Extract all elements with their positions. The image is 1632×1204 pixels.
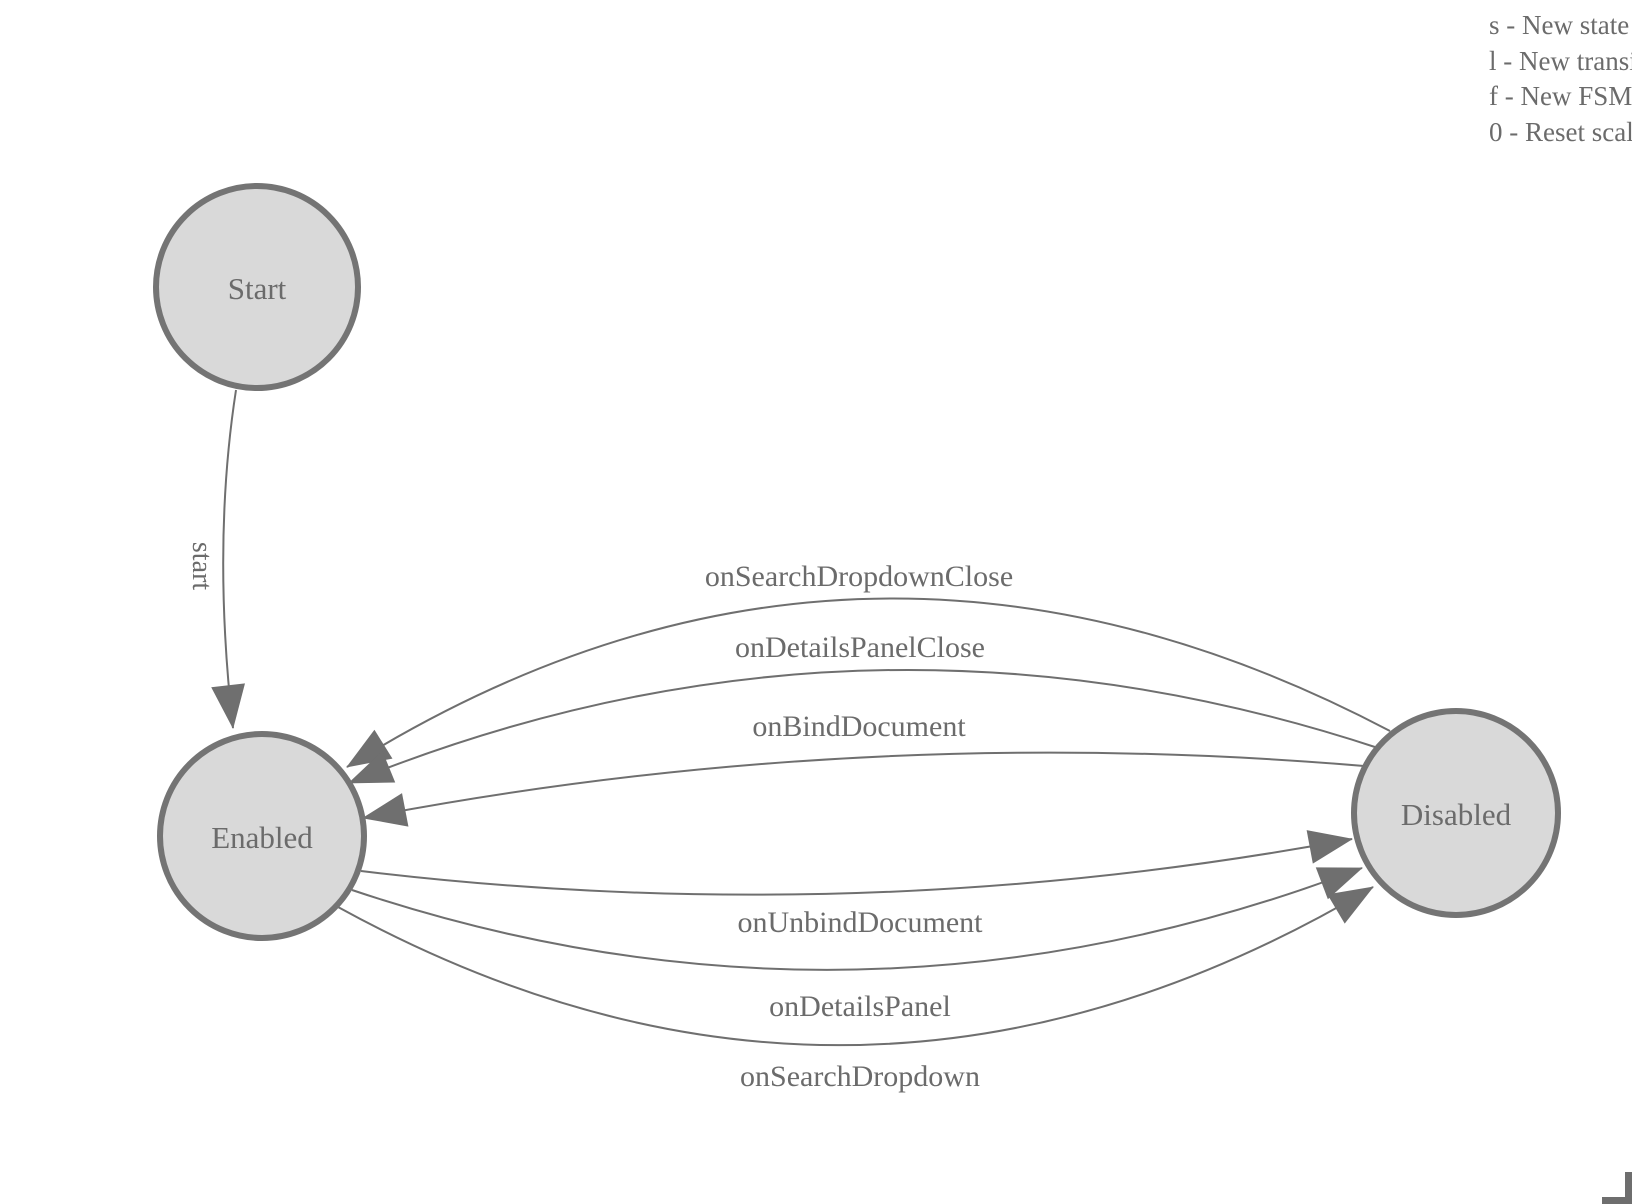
state-node-enabled[interactable] <box>157 731 367 941</box>
legend-item-new-transition: l - New transition <box>1489 45 1632 76</box>
state-node-start[interactable] <box>153 183 361 391</box>
edge-onBindDocument[interactable] <box>362 751 1365 827</box>
state-node-disabled[interactable] <box>1351 708 1561 918</box>
edge-start[interactable] <box>211 389 245 729</box>
state-label-start: Start <box>227 271 287 306</box>
edge-onSearchDropdown[interactable] <box>337 886 1374 1047</box>
canvas-resize-corner[interactable] <box>1602 1172 1632 1204</box>
edge-label-onDetailsPanelClose: onDetailsPanelClose <box>735 631 985 664</box>
legend-item-new-state: s - New state <box>1489 10 1630 40</box>
edge-label-onUnbindDocument: onUnbindDocument <box>737 906 983 939</box>
edge-onSearchDropdownClose[interactable] <box>346 597 1391 768</box>
edge-label-onSearchDropdown: onSearchDropdown <box>740 1060 980 1093</box>
state-label-enabled: Enabled <box>211 820 313 855</box>
edge-label-onBindDocument: onBindDocument <box>752 710 966 743</box>
legend-item-new-fsm: f - New FSM <box>1489 81 1632 111</box>
edge-onDetailsPanelClose[interactable] <box>348 668 1379 784</box>
shortcut-legend: s - New state l - New transition f - New… <box>1489 8 1632 150</box>
edge-label-onDetailsPanel: onDetailsPanel <box>769 990 951 1023</box>
legend-item-reset-scale: 0 - Reset scale <box>1489 116 1632 147</box>
edge-onUnbindDocument[interactable] <box>360 830 1353 896</box>
edge-label-onSearchDropdownClose: onSearchDropdownClose <box>704 560 1014 593</box>
state-label-disabled: Disabled <box>1400 797 1512 832</box>
edge-onDetailsPanel[interactable] <box>351 867 1363 971</box>
edge-label-start: start <box>186 541 217 591</box>
